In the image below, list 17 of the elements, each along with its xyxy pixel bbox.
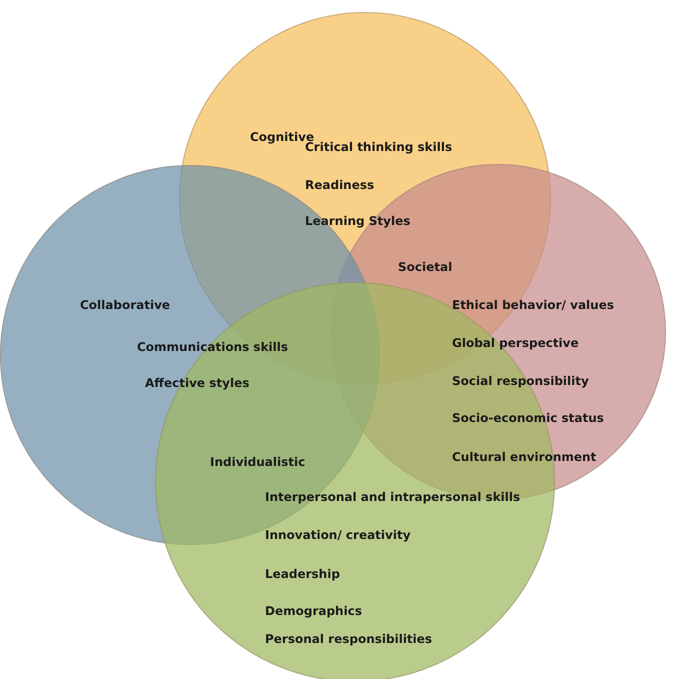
category-heading: Societal [398, 260, 452, 275]
category-item: Communications skills [137, 340, 288, 355]
category-item: Demographics [265, 604, 362, 619]
category-item: Ethical behavior/ values [452, 298, 614, 313]
category-heading: Individualistic [210, 455, 306, 470]
category-item: Innovation/ creativity [265, 528, 411, 543]
category-item: Global perspective [452, 336, 579, 351]
category-heading: Collaborative [80, 298, 170, 313]
category-item: Learning Styles [305, 214, 410, 229]
category-item: Social responsibility [452, 374, 589, 389]
category-item: Interpersonal and intrapersonal skills [265, 490, 520, 505]
category-item: Cultural environment [452, 450, 596, 465]
category-item: Leadership [265, 567, 340, 582]
category-item: Personal responsibilities [265, 632, 432, 647]
category-item: Socio-economic status [452, 411, 604, 426]
category-item: Readiness [305, 178, 374, 193]
category-item: Affective styles [145, 376, 250, 391]
